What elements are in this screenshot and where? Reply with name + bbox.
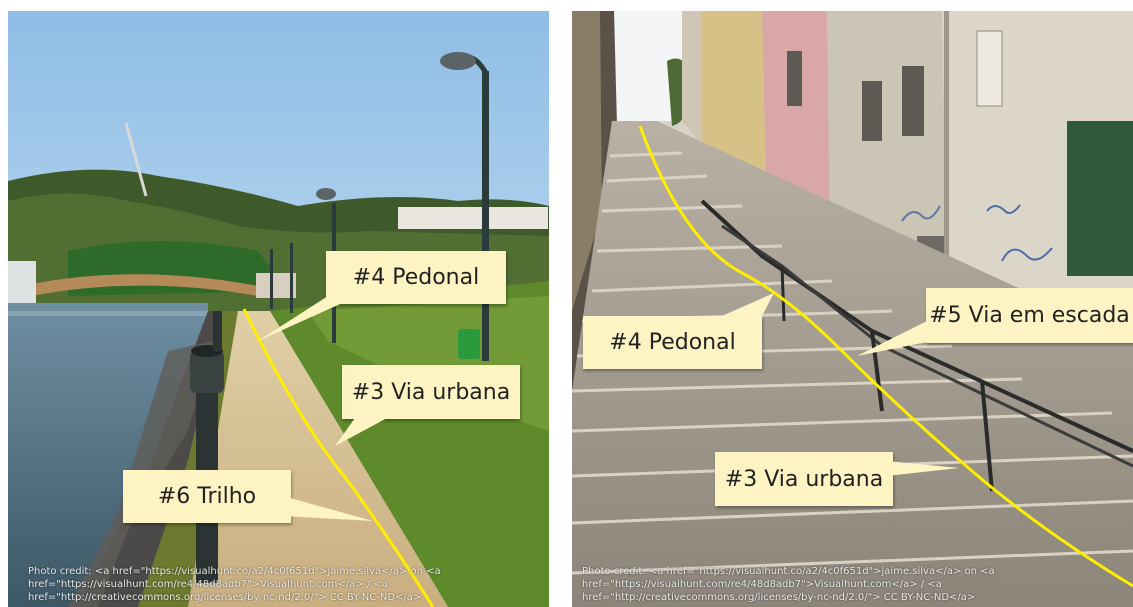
callout-text: #4 Pedonal bbox=[352, 265, 480, 290]
credit-line: href="https://visualhunt.com/re4/48d8adb… bbox=[28, 579, 388, 590]
credit-line: Photo credit: <a href="https://visualhun… bbox=[582, 566, 995, 577]
callout-pointer bbox=[857, 321, 932, 356]
credit-line: href="http://creativecommons.org/license… bbox=[582, 592, 976, 603]
callout-trilho: #6 Trilho bbox=[123, 470, 291, 523]
callout-via-em-escada: #5 Via em escada bbox=[926, 288, 1133, 343]
callout-via-urbana-right: #3 Via urbana bbox=[715, 452, 893, 506]
photo-credit-right: Photo credit: <a href="https://visualhun… bbox=[582, 565, 995, 604]
callout-text: #4 Pedonal bbox=[609, 330, 736, 355]
callout-pointer bbox=[258, 296, 358, 341]
callout-pointer bbox=[283, 496, 373, 521]
photo-credit-left: Photo credit: <a href="https://visualhun… bbox=[28, 565, 441, 604]
right-photo-stairway: #4 Pedonal #5 Via em escada #3 Via urban… bbox=[572, 11, 1133, 607]
callout-text: #3 Via urbana bbox=[724, 466, 884, 492]
callout-pointer bbox=[887, 461, 959, 476]
callout-text: #5 Via em escada bbox=[929, 303, 1130, 328]
callout-text: #6 Trilho bbox=[157, 484, 257, 509]
callout-pointer bbox=[722, 293, 774, 316]
callout-pedonal-left: #4 Pedonal bbox=[326, 251, 506, 304]
callout-text: #3 Via urbana bbox=[351, 379, 511, 405]
callout-pedonal-right: #4 Pedonal bbox=[583, 316, 762, 369]
credit-line: Photo credit: <a href="https://visualhun… bbox=[28, 566, 441, 577]
callout-via-urbana-left: #3 Via urbana bbox=[342, 365, 520, 419]
credit-line: href="https://visualhunt.com/re4/48d8adb… bbox=[582, 579, 942, 590]
credit-line: href="http://creativecommons.org/license… bbox=[28, 592, 422, 603]
left-photo-park-path: #4 Pedonal #3 Via urbana #6 Trilho Photo… bbox=[8, 11, 549, 607]
callout-pointer bbox=[335, 411, 400, 446]
